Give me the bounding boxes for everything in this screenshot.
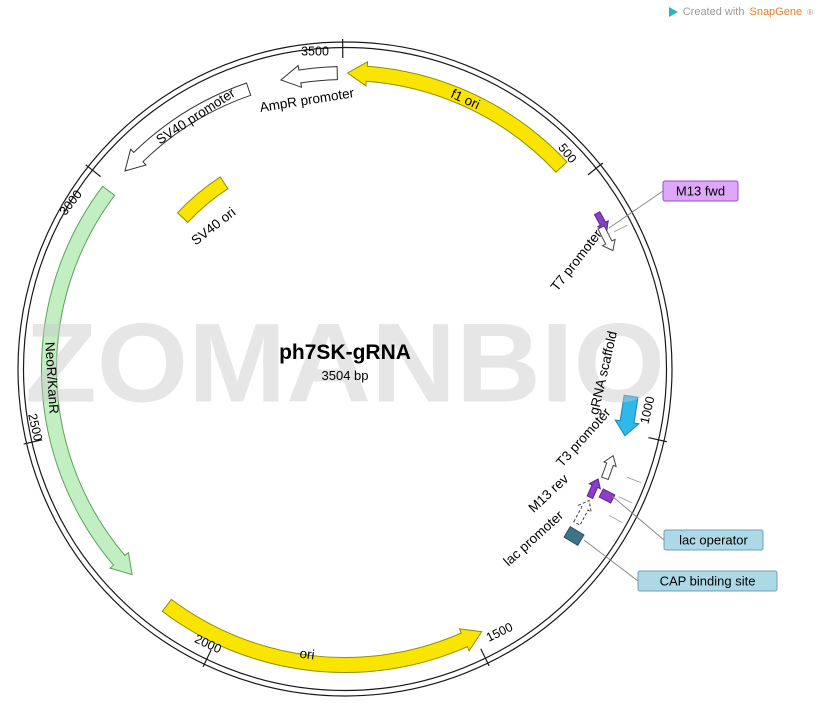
feature-label-lac-promoter: lac promoter: [500, 507, 566, 569]
feature-label-ampr-promoter: AmpR promoter: [259, 85, 356, 115]
feature-ampr-promoter[interactable]: [279, 64, 338, 89]
feature-t3-promoter[interactable]: [600, 454, 617, 481]
feature-f1-ori[interactable]: [346, 60, 568, 173]
feature-sv40-ori[interactable]: [176, 176, 229, 224]
feature-connector-line: [608, 515, 623, 524]
feature-lac-promoter[interactable]: [573, 499, 592, 526]
feature-grna-scaffold[interactable]: [614, 394, 641, 437]
feature-t7-promoter[interactable]: [597, 225, 616, 252]
snapgene-logo-icon: [668, 7, 678, 17]
feature-label-f1-ori: f1 ori: [449, 86, 483, 112]
feature-lac-operator[interactable]: [598, 488, 616, 504]
feature-label-ori: ori: [299, 646, 316, 663]
feature-cap-binding-site[interactable]: [563, 526, 585, 546]
feature-ori[interactable]: [161, 598, 483, 674]
callout-leader-lac-operator: [611, 495, 665, 541]
callout-box-m13-fwd[interactable]: [662, 180, 739, 202]
credit-brand: SnapGene: [749, 6, 803, 18]
feature-sv40-promoter[interactable]: [124, 82, 252, 172]
callout-box-cap-binding-site[interactable]: [637, 570, 778, 592]
feature-neor-kanr[interactable]: [41, 185, 133, 576]
feature-m13-rev[interactable]: [586, 478, 602, 500]
credit-registered-mark: ®: [807, 7, 813, 17]
callout-leader-cap-binding-site: [583, 539, 639, 582]
tick-mark-1000: [648, 436, 668, 443]
feature-connector-line: [618, 496, 633, 504]
plasmid-backbone-outer-circle: [17, 41, 673, 697]
callout-leader-m13-fwd: [608, 190, 664, 229]
callout-label-lac-operator: lac operator: [679, 532, 748, 547]
watermark-text: ZOMANBIO: [25, 301, 665, 426]
tick-mark-3000: [85, 164, 102, 178]
tick-mark-1500: [480, 648, 490, 667]
feature-label-m13-rev: M13 rev: [525, 471, 571, 515]
feature-label-t7-promoter: T7 promoter: [548, 226, 605, 294]
tick-mark-2000: [202, 649, 212, 668]
callout-label-cap-binding-site: CAP binding site: [660, 573, 756, 588]
callout-label-m13-fwd: M13 fwd: [676, 183, 725, 198]
callout-box-lac-operator[interactable]: [663, 529, 764, 551]
tick-label-3000: 3000: [57, 187, 85, 218]
tick-mark-2500: [23, 439, 43, 445]
tick-mark-500: [587, 162, 604, 176]
credit-prefix: Created with: [682, 6, 745, 18]
tick-label-3500: 3500: [301, 45, 329, 59]
tick-label-2500: 2500: [25, 412, 45, 442]
feature-connector-line: [613, 224, 628, 233]
plasmid-backbone-inner-circle: [22, 46, 668, 692]
credit-line: Created with SnapGene ®: [668, 6, 813, 18]
feature-connector-line: [626, 476, 642, 483]
feature-label-sv40-promoter: SV40 promoter: [153, 85, 238, 147]
tick-label-1000: 1000: [638, 395, 658, 425]
feature-label-neor-kanr: NeoR/KanR: [42, 342, 61, 415]
tick-label-1500: 1500: [484, 620, 515, 645]
